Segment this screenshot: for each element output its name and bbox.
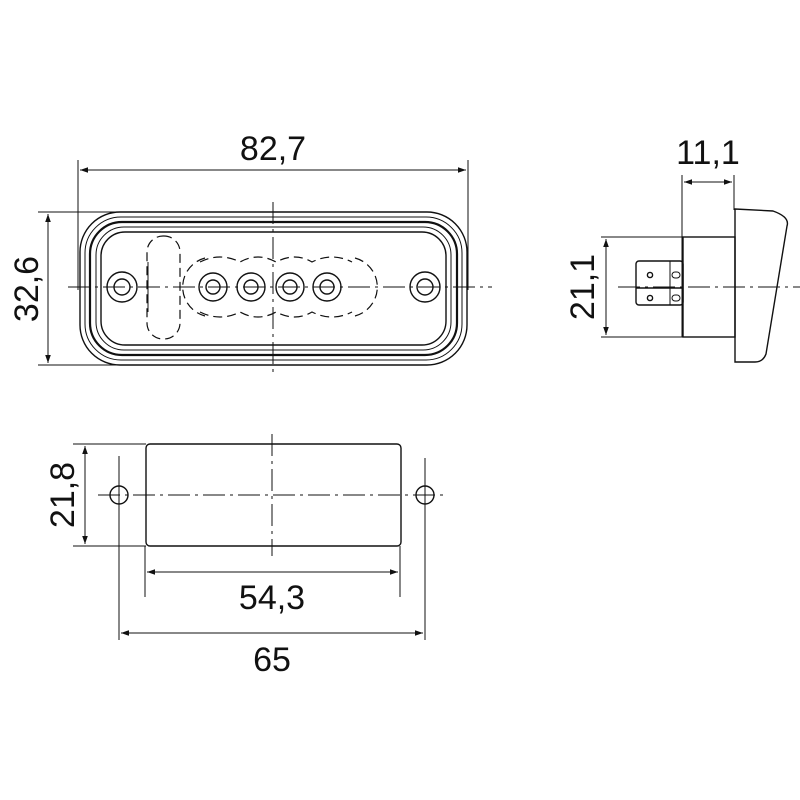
dimension-depth: 11,1 (676, 134, 740, 337)
dimension-cutout-height-label: 21,8 (44, 462, 82, 528)
dimension-body-height-label: 21,1 (564, 254, 602, 320)
cutout-view: 21,8 54,3 65 (44, 434, 447, 679)
dimension-height: 32,6 (8, 211, 120, 366)
dimension-body-height: 21,1 (564, 236, 683, 338)
dimension-cutout-height: 21,8 (44, 443, 146, 547)
side-lens-profile (734, 208, 789, 363)
dimension-cutout-width: 54,3 (144, 546, 401, 617)
dimension-hole-spacing: 65 (121, 630, 423, 679)
front-view: 82,7 32,6 (8, 130, 492, 376)
dimension-width: 82,7 (77, 130, 469, 290)
dimension-height-label: 32,6 (8, 256, 46, 322)
connector-terminal (635, 260, 684, 306)
dimension-cutout-width-label: 54,3 (239, 579, 305, 617)
dimension-hole-spacing-label: 65 (253, 641, 291, 679)
side-view: 11,1 21,1 (564, 134, 800, 363)
dimension-width-label: 82,7 (240, 130, 306, 168)
dimension-depth-label: 11,1 (676, 134, 740, 172)
